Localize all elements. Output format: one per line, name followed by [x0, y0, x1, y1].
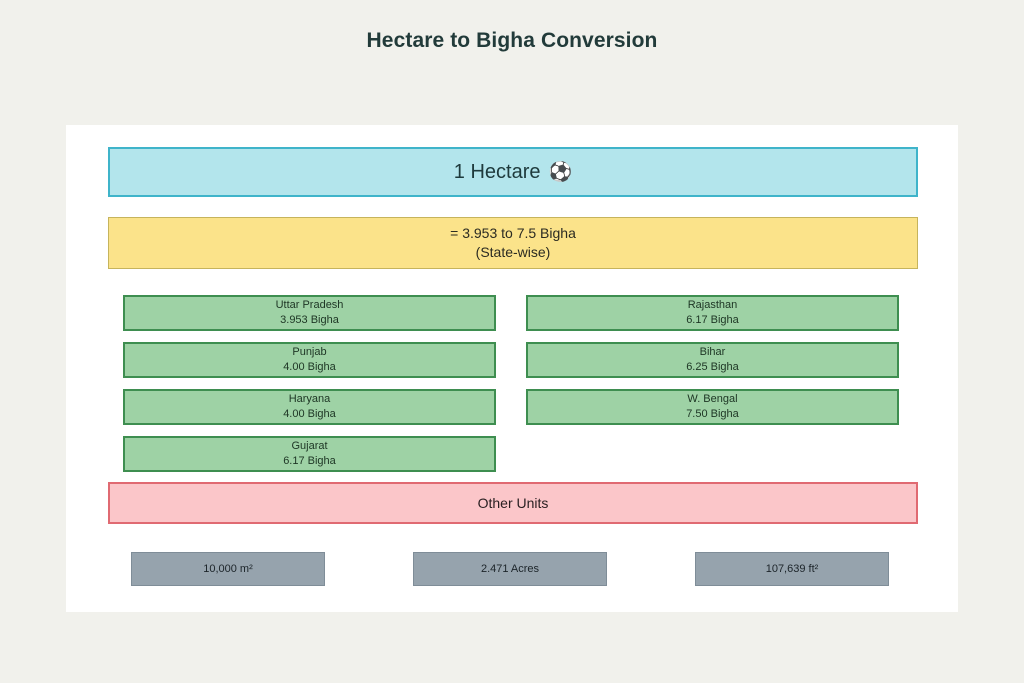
other-unit-square-meters: 10,000 m² — [131, 552, 325, 586]
state-name: Punjab — [292, 346, 327, 359]
state-name: W. Bengal — [687, 393, 738, 406]
source-unit-label: 1 Hectare — [453, 160, 541, 183]
conversion-range-note: (State-wise) — [475, 244, 551, 260]
state-value: 6.17 Bigha — [283, 455, 336, 467]
diagram-panel: 1 Hectare ⚽ = 3.953 to 7.5 Bigha (State-… — [66, 125, 958, 612]
conversion-range-box: = 3.953 to 7.5 Bigha (State-wise) — [108, 217, 918, 269]
state-box-punjab: Punjab 4.00 Bigha — [123, 342, 496, 378]
soccer-ball-icon: ⚽ — [548, 161, 573, 183]
page-title: Hectare to Bigha Conversion — [366, 29, 658, 52]
source-unit-box: 1 Hectare ⚽ — [108, 147, 918, 197]
state-box-rajasthan: Rajasthan 6.17 Bigha — [526, 295, 899, 331]
other-units-header: Other Units — [108, 482, 918, 524]
other-unit-acres: 2.471 Acres — [413, 552, 607, 586]
state-box-bihar: Bihar 6.25 Bigha — [526, 342, 899, 378]
source-unit-line: 1 Hectare ⚽ — [454, 161, 572, 184]
state-box-west-bengal: W. Bengal 7.50 Bigha — [526, 389, 899, 425]
state-value: 4.00 Bigha — [283, 408, 336, 420]
other-unit-square-feet: 107,639 ft² — [695, 552, 889, 586]
state-box-gujarat: Gujarat 6.17 Bigha — [123, 436, 496, 472]
conversion-range-primary: = 3.953 to 7.5 Bigha — [450, 225, 576, 242]
state-name: Haryana — [288, 393, 331, 406]
state-name: Bihar — [699, 346, 726, 359]
state-name: Gujarat — [291, 440, 328, 453]
state-value: 6.17 Bigha — [686, 314, 739, 326]
state-value: 7.50 Bigha — [686, 408, 739, 420]
state-box-uttar-pradesh: Uttar Pradesh 3.953 Bigha — [123, 295, 496, 331]
state-value: 3.953 Bigha — [280, 314, 339, 326]
state-name: Uttar Pradesh — [275, 299, 344, 312]
state-box-haryana: Haryana 4.00 Bigha — [123, 389, 496, 425]
state-value: 6.25 Bigha — [686, 361, 739, 373]
state-value: 4.00 Bigha — [283, 361, 336, 373]
state-name: Rajasthan — [687, 299, 738, 312]
